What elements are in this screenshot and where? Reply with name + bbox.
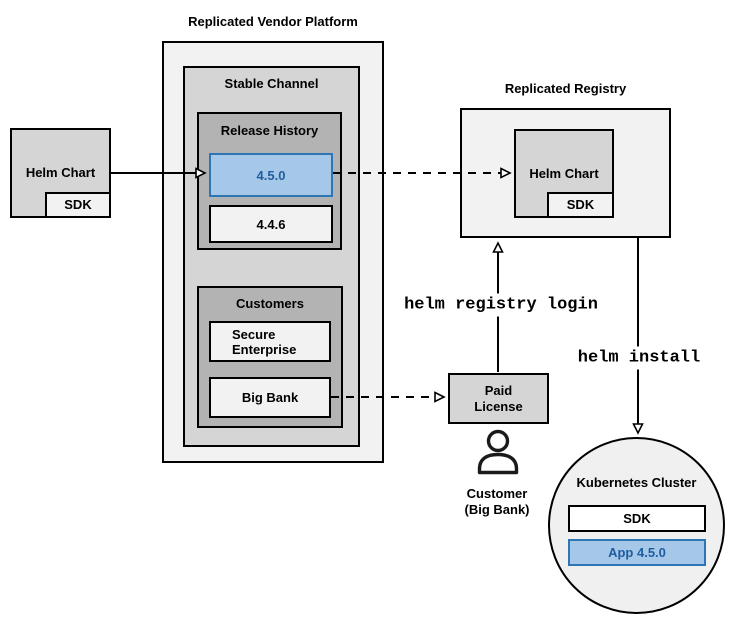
customer-secure-enterprise-label: Secure Enterprise <box>232 326 297 357</box>
release-version-446: 4.4.6 <box>209 205 333 243</box>
customer-big-bank: Big Bank <box>209 377 331 418</box>
vendor-platform-title: Replicated Vendor Platform <box>188 14 358 29</box>
paid-license-box: Paid License <box>448 373 549 424</box>
customers-title: Customers <box>236 296 304 311</box>
customer-caption-name: Customer <box>466 486 528 501</box>
stable-channel-title: Stable Channel <box>224 76 319 91</box>
person-icon <box>477 429 519 475</box>
customer-secure-enterprise: Secure Enterprise <box>209 321 331 362</box>
kubernetes-cluster-title: Kubernetes Cluster <box>576 475 697 490</box>
customer-big-bank-label: Big Bank <box>241 390 299 405</box>
cluster-sdk-label: SDK <box>623 510 651 526</box>
customer-caption-org: (Big Bank) <box>464 502 530 517</box>
release-history-title: Release History <box>220 123 319 138</box>
helm-registry-login-command: helm registry login <box>399 293 603 317</box>
helm-install-command: helm install <box>572 346 706 370</box>
customer-caption: Customer (Big Bank) <box>447 486 547 518</box>
cluster-app-label: App 4.5.0 <box>608 544 666 560</box>
release-version-450: 4.5.0 <box>209 153 333 197</box>
paid-license-label: Paid License <box>474 382 523 414</box>
source-helm-chart-label: Helm Chart <box>25 165 96 180</box>
registry-title: Replicated Registry <box>504 81 627 96</box>
source-sdk-label: SDK <box>64 197 92 212</box>
cluster-sdk-box: SDK <box>568 505 706 532</box>
registry-sdk-label: SDK <box>566 197 595 212</box>
release-version-446-label: 4.4.6 <box>256 216 286 232</box>
registry-sdk-box: SDK <box>547 192 614 218</box>
release-version-450-label: 4.5.0 <box>256 167 286 183</box>
cluster-app-box: App 4.5.0 <box>568 539 706 566</box>
registry-helm-chart-label: Helm Chart <box>529 165 599 181</box>
source-sdk-box: SDK <box>45 192 111 218</box>
